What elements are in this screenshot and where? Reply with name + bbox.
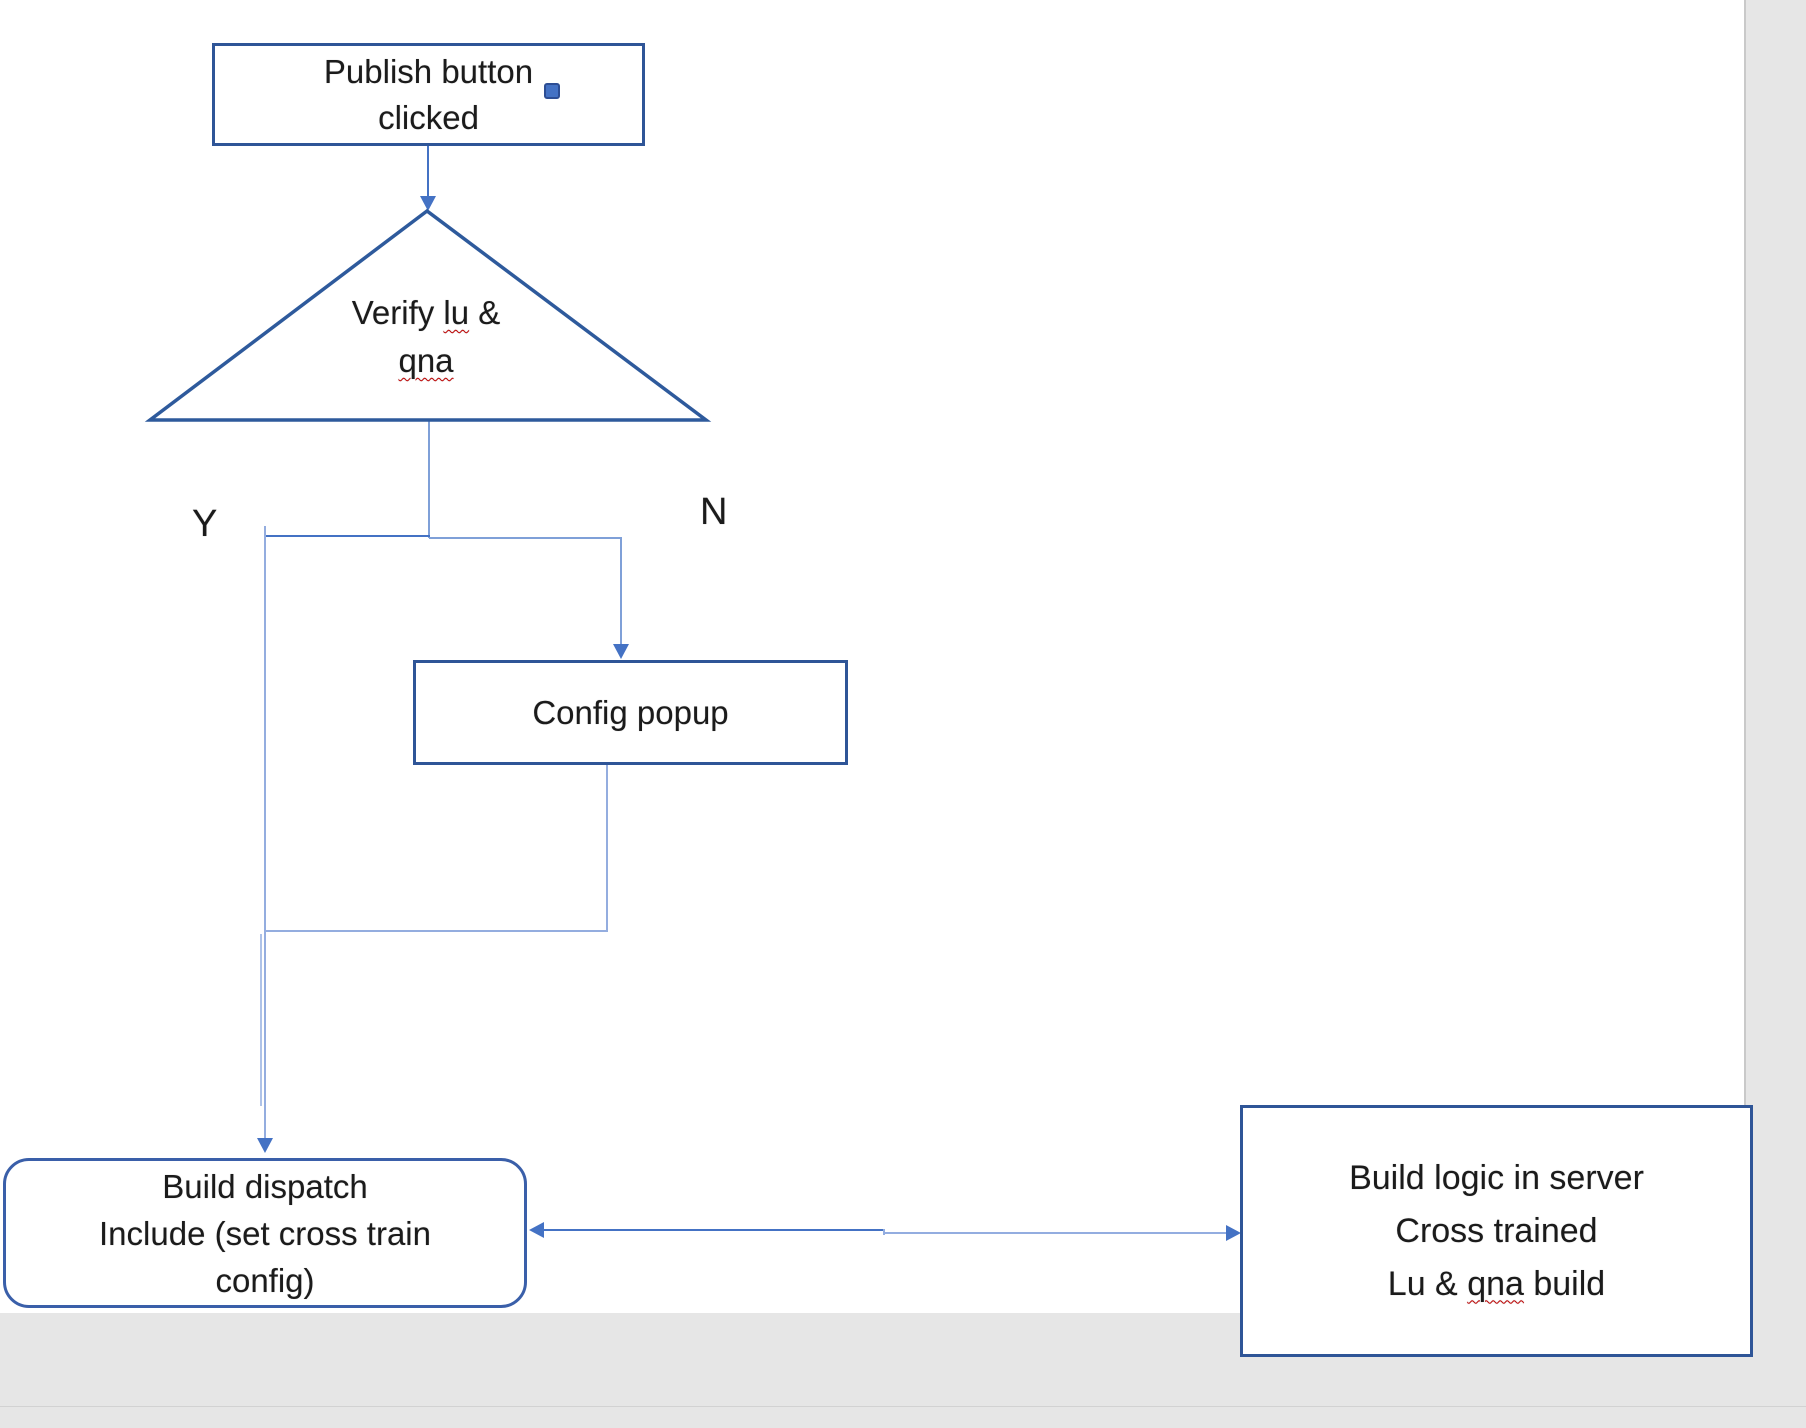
node-publish-button-clicked[interactable]: Publish button clicked [212, 43, 645, 146]
bottom-divider-line [0, 1406, 1806, 1407]
node-build-dispatch[interactable]: Build dispatch Include (set cross train … [3, 1158, 527, 1308]
arrowhead-left-icon [529, 1222, 544, 1238]
node-verify-triangle[interactable] [138, 198, 718, 428]
node-label: Build logic in server [1349, 1158, 1644, 1197]
node-label: config) [215, 1261, 315, 1299]
connector-server-to-dispatch[interactable] [544, 1229, 884, 1231]
node-label: Lu & qna build [1387, 1264, 1606, 1303]
right-gutter [1744, 0, 1806, 1428]
node-label: Publish button [323, 52, 534, 90]
arrowhead-down-icon [613, 644, 629, 659]
connector-publish-to-verify[interactable] [427, 146, 429, 197]
node-label: Build dispatch [162, 1167, 368, 1205]
connector-verify-drop[interactable] [428, 419, 430, 538]
misspelled-word: lu [443, 294, 470, 331]
node-label: Config popup [532, 693, 729, 731]
selection-handle[interactable] [544, 83, 560, 99]
connector-n-down[interactable] [620, 537, 622, 644]
misspelled-word: qna [398, 342, 454, 379]
node-label: Include (set cross train [99, 1214, 431, 1252]
node-label-line: qna [276, 337, 576, 385]
connector-overlap-line [260, 934, 262, 1106]
node-verify-label: Verify lu & qna [276, 289, 576, 385]
connector-branch-right[interactable] [429, 537, 622, 539]
node-config-popup[interactable]: Config popup [413, 660, 848, 765]
connector-y-down[interactable] [264, 526, 266, 1138]
node-label: clicked [378, 98, 479, 136]
node-build-logic-server[interactable]: Build logic in server Cross trained Lu &… [1240, 1105, 1753, 1357]
connector-dispatch-to-server[interactable] [884, 1232, 1227, 1234]
branch-label-no[interactable]: N [700, 491, 728, 533]
connector-branch-left[interactable] [265, 535, 430, 537]
arrowhead-down-icon [257, 1138, 273, 1153]
connector-config-down[interactable] [606, 765, 608, 932]
arrowhead-right-icon [1226, 1225, 1241, 1241]
branch-label-yes[interactable]: Y [192, 503, 218, 545]
misspelled-word: qna [1467, 1264, 1524, 1303]
node-label-line: Verify lu & [351, 294, 501, 331]
connector-config-left[interactable] [265, 930, 608, 932]
arrowhead-down-icon [420, 196, 436, 211]
node-label: Cross trained [1395, 1211, 1598, 1250]
